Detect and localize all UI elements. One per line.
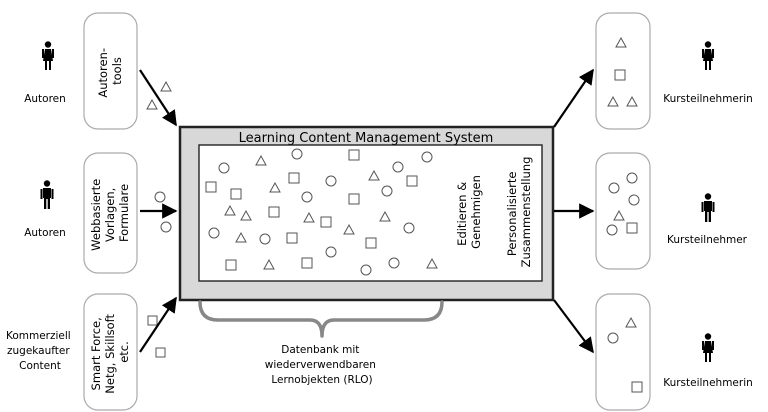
square-icon bbox=[406, 175, 418, 187]
triangle-icon bbox=[235, 231, 247, 243]
square-icon bbox=[155, 347, 166, 358]
triangle-icon bbox=[303, 211, 315, 223]
circle-icon bbox=[208, 227, 220, 239]
course-box bbox=[595, 293, 651, 411]
tool-box bbox=[83, 293, 138, 411]
process-label: Editieren & Genehmigen bbox=[455, 175, 483, 249]
square-icon bbox=[614, 69, 626, 81]
tool-label: Smart Force, Netg, Skillsoft etc. bbox=[89, 310, 131, 393]
database-label: Datenbank mit wiederverwendbaren Lernobj… bbox=[265, 344, 379, 386]
square-icon bbox=[286, 232, 298, 244]
circle-icon bbox=[388, 257, 400, 269]
square-icon bbox=[348, 149, 360, 161]
circle-icon bbox=[360, 264, 372, 276]
arrow-out bbox=[553, 299, 594, 354]
circle-icon bbox=[392, 161, 404, 173]
circle-icon bbox=[218, 162, 230, 174]
person-male-icon bbox=[40, 180, 54, 209]
circle-icon bbox=[291, 148, 303, 160]
role-label: Kommerziell zugekaufter Content bbox=[6, 330, 74, 372]
person-male-icon bbox=[701, 193, 715, 222]
square-icon bbox=[626, 222, 638, 234]
square-icon bbox=[147, 315, 158, 326]
tool-box bbox=[83, 152, 138, 274]
person-female-icon bbox=[42, 41, 54, 70]
triangle-icon bbox=[607, 95, 619, 107]
circle-icon bbox=[607, 332, 619, 344]
circle-icon bbox=[160, 221, 172, 233]
circle-icon bbox=[606, 224, 618, 236]
triangle-icon bbox=[625, 316, 637, 328]
learner-label: Kursteilnehmer bbox=[667, 234, 748, 246]
triangle-icon bbox=[224, 204, 236, 216]
course-box bbox=[595, 152, 651, 270]
circle-icon bbox=[628, 194, 640, 206]
role-label: Autoren bbox=[24, 93, 66, 105]
triangle-icon bbox=[426, 257, 438, 269]
circle-icon bbox=[421, 151, 433, 163]
database-brace bbox=[198, 300, 444, 338]
arrow-in bbox=[139, 69, 177, 127]
triangle-icon bbox=[240, 209, 252, 221]
person-female-icon bbox=[702, 41, 714, 70]
circle-icon bbox=[154, 191, 166, 203]
square-icon bbox=[288, 172, 300, 184]
triangle-icon bbox=[160, 80, 172, 92]
triangle-icon bbox=[626, 95, 638, 107]
triangle-icon bbox=[613, 209, 625, 221]
triangle-icon bbox=[379, 210, 391, 222]
learner-label: Kursteilnehmerin bbox=[663, 377, 753, 389]
tool-box bbox=[83, 12, 138, 130]
square-icon bbox=[365, 237, 377, 249]
triangle-icon bbox=[343, 223, 355, 235]
square-icon bbox=[225, 259, 237, 271]
lcms-title: Learning Content Management System bbox=[239, 131, 494, 146]
arrow-out bbox=[553, 68, 594, 128]
circle-icon bbox=[325, 175, 337, 187]
tool-label: Webbasierte Vorlagen, Formulare bbox=[89, 175, 131, 251]
triangle-icon bbox=[255, 154, 267, 166]
object-pool bbox=[198, 144, 543, 282]
circle-icon bbox=[259, 233, 271, 245]
circle-icon bbox=[626, 172, 638, 184]
triangle-icon bbox=[615, 36, 627, 48]
triangle-icon bbox=[269, 181, 281, 193]
role-label: Autoren bbox=[24, 227, 66, 239]
square-icon bbox=[230, 188, 242, 200]
triangle-icon bbox=[368, 169, 380, 181]
tool-label: Autoren- tools bbox=[96, 44, 124, 97]
triangle-icon bbox=[263, 258, 275, 270]
square-icon bbox=[631, 381, 643, 393]
square-icon bbox=[320, 216, 332, 228]
square-icon bbox=[205, 181, 217, 193]
arrow-in bbox=[139, 296, 177, 353]
square-icon bbox=[348, 193, 360, 205]
person-female-icon bbox=[702, 333, 714, 362]
circle-icon bbox=[325, 246, 337, 258]
triangle-icon bbox=[146, 98, 158, 110]
circle-icon bbox=[403, 222, 415, 234]
square-icon bbox=[301, 257, 313, 269]
square-icon bbox=[268, 206, 280, 218]
process-label: Personalisierte Zusammenstellung bbox=[505, 157, 533, 268]
circle-icon bbox=[608, 182, 620, 194]
circle-icon bbox=[301, 191, 313, 203]
circle-icon bbox=[381, 185, 393, 197]
learner-label: Kursteilnehmerin bbox=[663, 93, 753, 105]
